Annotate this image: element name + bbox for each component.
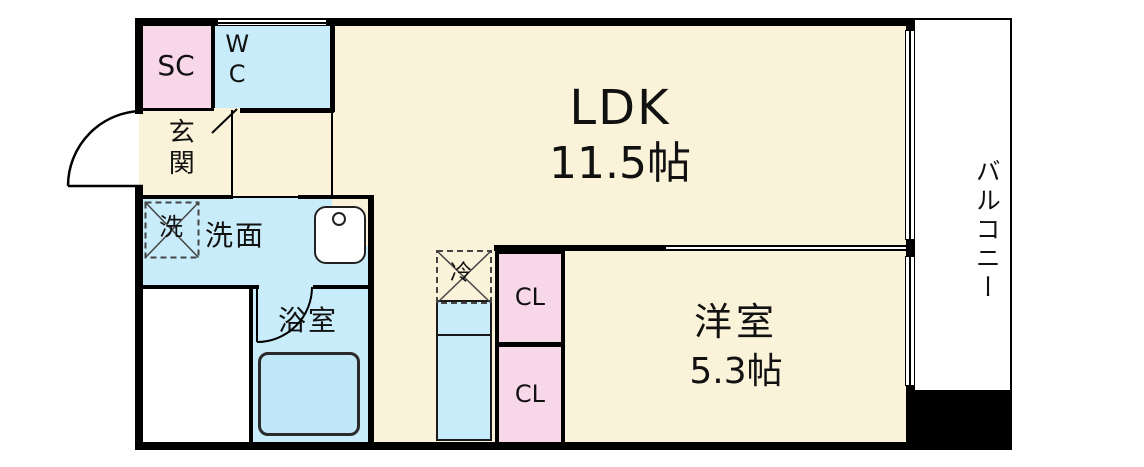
balcony-label: バルコニー — [972, 158, 1002, 303]
window-bedroom-balcony — [905, 256, 915, 386]
western-room-size-label: 5.3帖 — [689, 351, 783, 393]
sink-faucet — [332, 212, 346, 226]
laundry-label: 洗 — [159, 213, 183, 241]
entrance-step-line — [231, 110, 233, 195]
sliding-door-icon — [666, 245, 906, 251]
bathroom-label: 浴室 — [278, 304, 339, 337]
ldk-label: LDK — [569, 79, 671, 136]
room-entrance: 玄関 — [139, 108, 334, 198]
toilet-room-label: WC — [223, 30, 252, 90]
entrance-door-arc-icon — [66, 109, 144, 188]
wall — [368, 195, 374, 450]
wall — [240, 108, 334, 113]
balcony: バルコニー — [911, 18, 1012, 450]
western-room-label: 洋室 — [693, 300, 778, 345]
wall — [135, 18, 143, 114]
window-wc — [217, 19, 327, 26]
wall — [135, 108, 214, 111]
closet-bottom: CL — [495, 343, 565, 446]
room-ldk: LDK 11.5帖 — [332, 24, 908, 246]
room-toilet: WC — [214, 22, 537, 120]
wall — [313, 285, 370, 289]
wall — [135, 186, 143, 450]
closet-bottom-label: CL — [514, 379, 546, 408]
wall — [298, 195, 374, 199]
wall — [494, 245, 666, 251]
wall — [135, 442, 915, 450]
washroom-label: 洗面 — [205, 219, 266, 252]
balcony-wall-block — [911, 390, 1012, 450]
bathtub-icon — [258, 352, 360, 436]
room-shoe-closet: SC — [139, 22, 213, 110]
wall — [135, 195, 233, 199]
washroom-door-line — [233, 196, 298, 198]
entrance-label: 玄関 — [164, 118, 195, 180]
refrigerator-label: 冷 — [450, 261, 473, 286]
wall — [135, 285, 259, 289]
hall-door-line — [331, 112, 333, 198]
wall — [330, 22, 335, 112]
wall — [135, 18, 915, 26]
room-western: 洋室 5.3帖 — [564, 250, 908, 444]
window-ldk-balcony — [905, 30, 915, 240]
kitchen-counter — [436, 300, 492, 441]
ldk-size-label: 11.5帖 — [549, 138, 691, 190]
shoe-closet-label: SC — [157, 49, 195, 83]
wall — [249, 285, 253, 450]
closet-top-label: CL — [514, 283, 546, 312]
wall — [211, 22, 215, 108]
closet-top: CL — [495, 250, 565, 346]
